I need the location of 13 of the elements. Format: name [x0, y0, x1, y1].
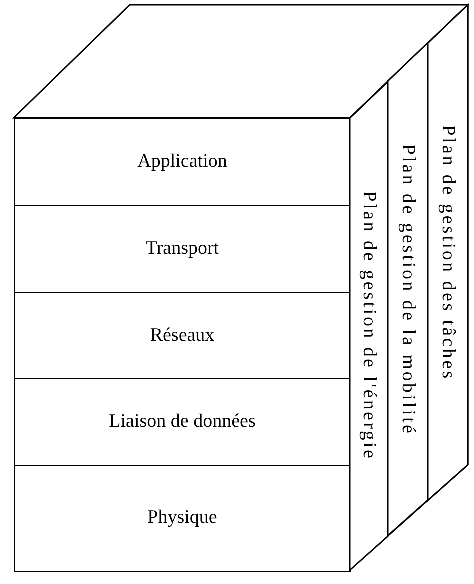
layer-label: Réseaux [150, 324, 215, 347]
plane-label: Plan de gestion de la mobilité [397, 144, 419, 436]
layer-box [14, 465, 351, 572]
layer-label: Transport [146, 238, 220, 260]
plane-label: Plan de gestion des tâches [437, 124, 459, 381]
layer-label: Application [138, 151, 228, 174]
plane-label: Plan de gestion de l'énergie [358, 191, 380, 460]
layer-box [14, 378, 351, 466]
layer-box [14, 205, 351, 294]
layer-label: Liaison de données [109, 411, 256, 434]
layer-box [14, 292, 351, 380]
layer-box [14, 118, 351, 206]
layer-label: Physique [148, 507, 218, 530]
